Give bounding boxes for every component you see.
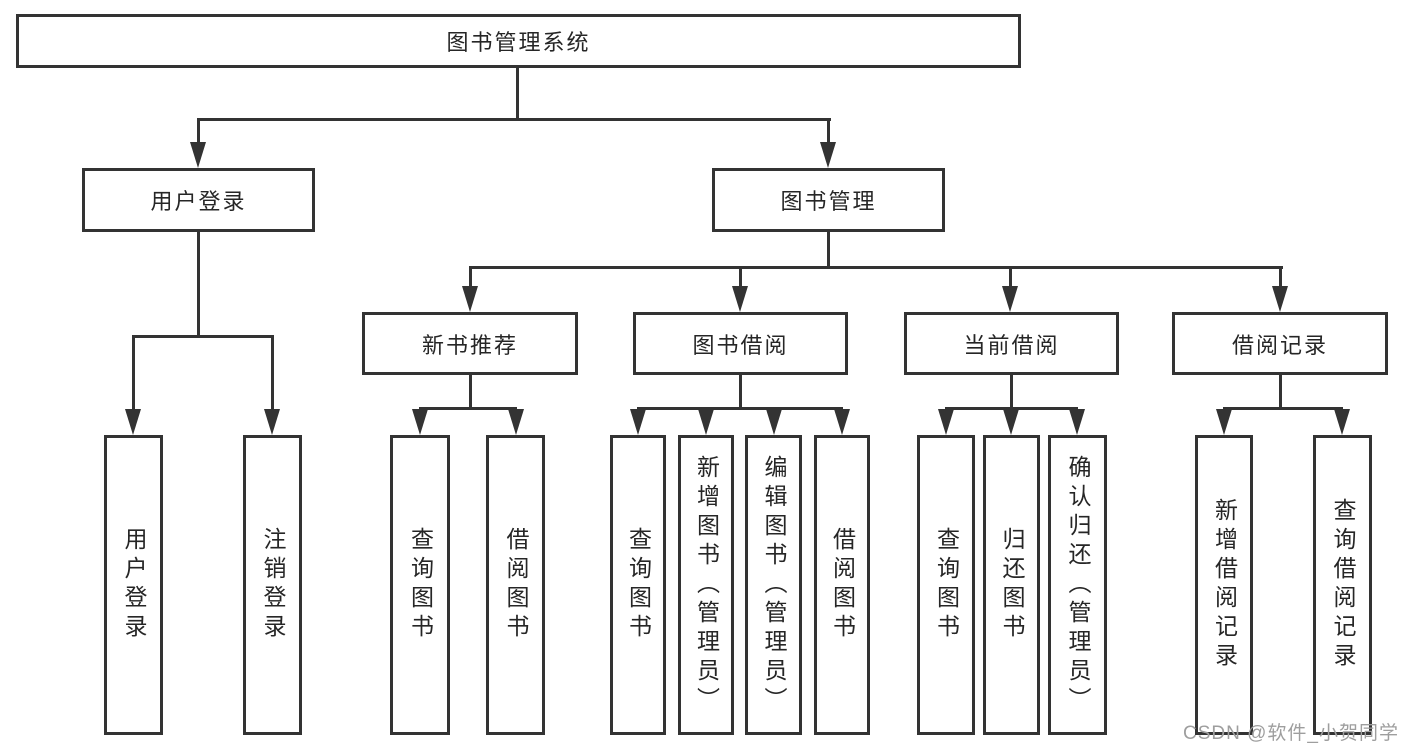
leaf-confirm-return-admin-label: 确认归还（管理员） (1065, 454, 1091, 716)
node-book-management-label: 图书管理 (780, 189, 877, 214)
leaf-add-borrow-record-label: 新增借阅记录 (1211, 498, 1238, 672)
leaf-query-books-recommend: 查询图书 (390, 435, 450, 735)
connector-root-rail (197, 118, 831, 121)
leaf-user-login-label: 用户登录 (121, 527, 147, 643)
leaf-borrow-books-recommend-label: 借阅图书 (503, 527, 529, 643)
connector-user-login-stem (197, 232, 200, 338)
arrow-down-borrow-records (1272, 286, 1288, 312)
node-borrow-records-label: 借阅记录 (1231, 332, 1328, 358)
leaf-logout: 注销登录 (243, 435, 302, 735)
arrow-down-leaf-add-record (1216, 409, 1232, 435)
arrow-down-leaf-logout (264, 409, 280, 435)
connector-current-borrow-rail (945, 407, 1078, 410)
node-new-book-recommend-label: 新书推荐 (421, 332, 518, 358)
connector-user-login-rail (132, 335, 273, 338)
connector-book-management-rail (469, 266, 1283, 269)
arrow-down-user-login (190, 142, 206, 168)
node-user-login: 用户登录 (82, 168, 315, 232)
connector-book-management-stem (827, 232, 830, 269)
arrow-down-leaf-return (1003, 409, 1019, 435)
node-user-login-label: 用户登录 (150, 189, 247, 214)
connector-borrow-records-stem (1279, 375, 1282, 410)
node-library-system: 图书管理系统 (16, 14, 1021, 68)
leaf-borrow-books-borrow-label: 借阅图书 (829, 527, 856, 643)
leaf-return-book: 归还图书 (983, 435, 1040, 735)
arrow-down-leaf-borrow2 (834, 409, 850, 435)
arrow-down-leaf-query2 (630, 409, 646, 435)
leaf-query-books-borrow: 查询图书 (610, 435, 666, 735)
connector-to-current-borrow (1009, 266, 1012, 288)
leaf-borrow-books-recommend: 借阅图书 (486, 435, 545, 735)
connector-to-borrow-records (1279, 266, 1282, 288)
arrow-down-leaf-query3 (938, 409, 954, 435)
connector-book-borrow-rail (637, 407, 843, 410)
leaf-query-borrow-record: 查询借阅记录 (1313, 435, 1372, 735)
connector-to-new-book (469, 266, 472, 288)
node-current-borrow-label: 当前借阅 (963, 332, 1060, 358)
arrow-down-book-borrow (732, 286, 748, 312)
arrow-down-leaf-confirm-return (1069, 409, 1085, 435)
connector-book-borrow-stem (739, 375, 742, 410)
leaf-logout-label: 注销登录 (260, 527, 286, 643)
connector-to-leaf-logout (271, 335, 274, 411)
node-new-book-recommend: 新书推荐 (362, 312, 578, 375)
leaf-return-book-label: 归还图书 (999, 527, 1025, 643)
leaf-add-borrow-record: 新增借阅记录 (1195, 435, 1253, 735)
leaf-edit-book-admin: 编辑图书（管理员） (745, 435, 802, 735)
leaf-query-borrow-record-label: 查询借阅记录 (1330, 498, 1356, 672)
node-book-borrow: 图书借阅 (633, 312, 848, 375)
arrow-down-leaf-query-record (1334, 409, 1350, 435)
leaf-user-login: 用户登录 (104, 435, 163, 735)
node-library-system-label: 图书管理系统 (446, 30, 591, 55)
connector-to-user-login (197, 118, 200, 145)
leaf-borrow-books-borrow: 借阅图书 (814, 435, 870, 735)
node-book-management: 图书管理 (712, 168, 945, 232)
node-book-borrow-label: 图书借阅 (692, 332, 789, 358)
connector-borrow-records-rail (1223, 407, 1343, 410)
leaf-query-books-current: 查询图书 (917, 435, 975, 735)
arrow-down-new-book (462, 286, 478, 312)
arrow-down-leaf-borrow1 (508, 409, 524, 435)
arrow-down-leaf-query1 (412, 409, 428, 435)
connector-to-book-management (827, 118, 830, 145)
connector-current-borrow-stem (1010, 375, 1013, 410)
leaf-confirm-return-admin: 确认归还（管理员） (1048, 435, 1107, 735)
arrow-down-leaf-add-book (698, 409, 714, 435)
leaf-add-book-admin: 新增图书（管理员） (678, 435, 734, 735)
leaf-query-books-recommend-label: 查询图书 (407, 527, 434, 643)
connector-to-book-borrow (739, 266, 742, 288)
connector-to-leaf-login (132, 335, 135, 411)
connector-root-stem (516, 68, 519, 121)
leaf-query-books-current-label: 查询图书 (933, 527, 960, 643)
leaf-query-books-borrow-label: 查询图书 (625, 527, 652, 643)
csdn-watermark: CSDN @软件_小贺同学 (1183, 723, 1399, 744)
arrow-down-book-management (820, 142, 836, 168)
node-borrow-records: 借阅记录 (1172, 312, 1388, 375)
arrow-down-current-borrow (1002, 286, 1018, 312)
node-current-borrow: 当前借阅 (904, 312, 1119, 375)
connector-new-book-rail (419, 407, 517, 410)
connector-new-book-stem (469, 375, 472, 410)
leaf-add-book-admin-label: 新增图书（管理员） (693, 454, 720, 716)
leaf-edit-book-admin-label: 编辑图书（管理员） (761, 454, 787, 716)
arrow-down-leaf-login (125, 409, 141, 435)
arrow-down-leaf-edit-book (766, 409, 782, 435)
